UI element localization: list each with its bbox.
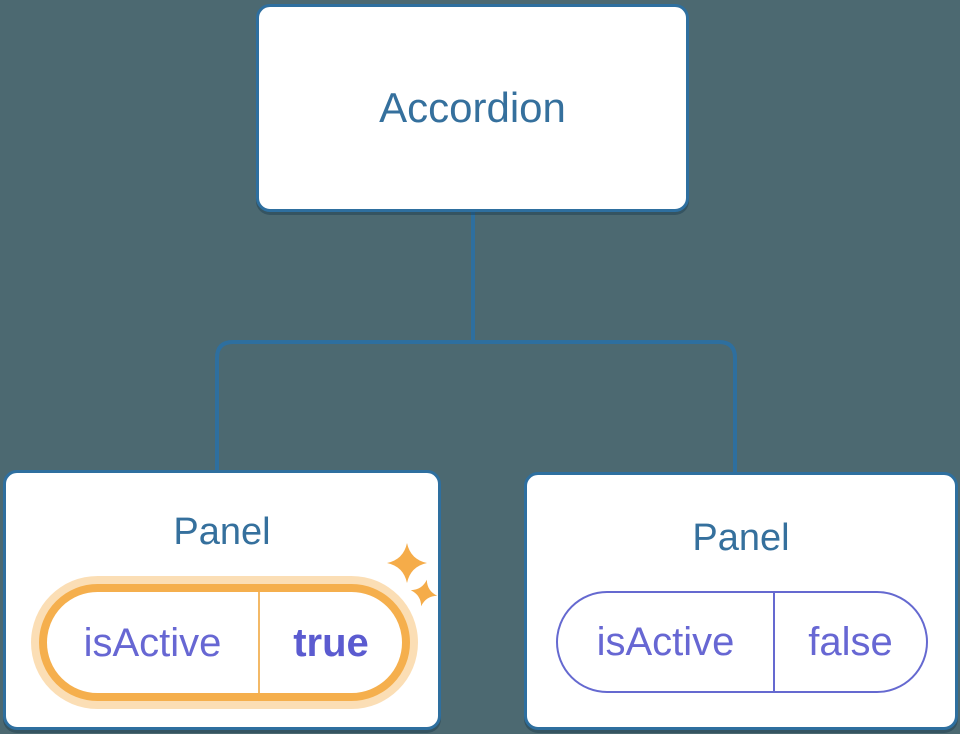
state-key: isActive [558, 593, 775, 691]
state-value: false [808, 620, 893, 664]
panel-node-inactive: Panel isActive false [524, 472, 958, 730]
connector-branch [215, 340, 737, 474]
state-key: isActive [47, 592, 260, 693]
panel-title: Panel [173, 511, 271, 553]
panel-node-active: Panel isActive true [3, 470, 441, 730]
state-pill-active: isActive true [39, 584, 410, 701]
state-pill-inactive: isActive false [556, 591, 928, 693]
accordion-node: Accordion [256, 4, 689, 212]
state-value: true [293, 620, 369, 665]
panel-title: Panel [692, 517, 790, 559]
accordion-node-label: Accordion [379, 84, 566, 131]
